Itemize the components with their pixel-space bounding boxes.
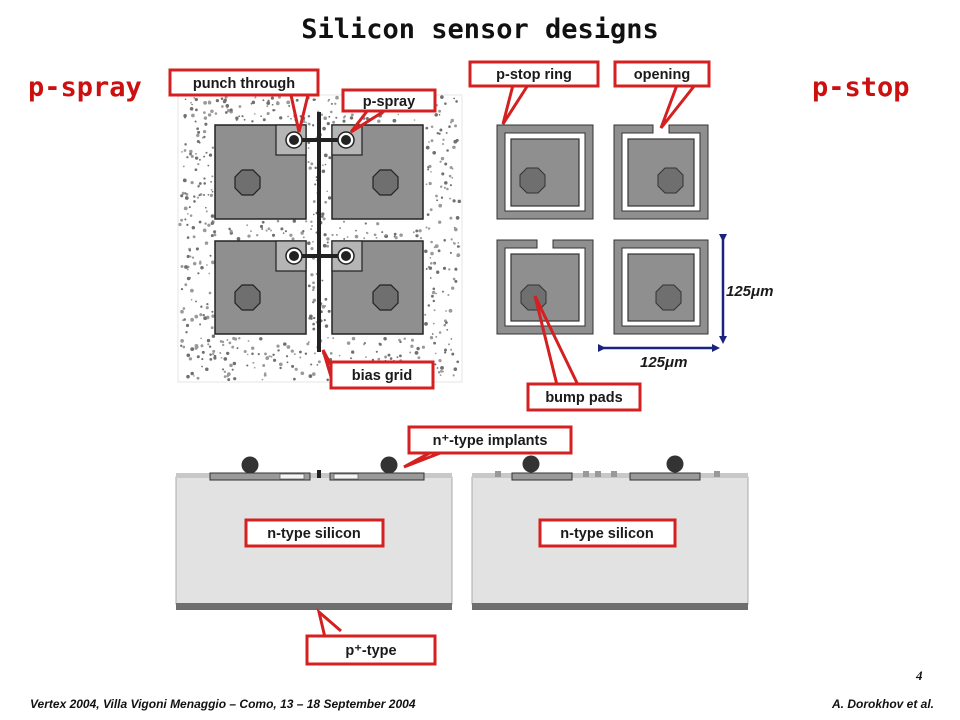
dimension-arrows — [598, 234, 727, 352]
callout-n-implants: n⁺-type implants — [407, 425, 573, 455]
callout-bump-pads: bump pads — [526, 382, 642, 412]
cross-section-p-spray — [175, 456, 453, 610]
footer-author: A. Dorokhov et al. — [832, 697, 935, 711]
p-stop-cell-open-top — [613, 124, 709, 220]
svg-text:p-spray: p-spray — [363, 94, 415, 110]
p-stop-cell-open-bottom-left — [496, 239, 594, 335]
svg-text:bias grid: bias grid — [352, 368, 412, 384]
dimension-horizontal-label: 125μm — [640, 354, 687, 371]
callout-leaders — [289, 84, 697, 647]
callout-bias-grid: bias grid — [329, 360, 435, 390]
p-stop-top-view: 125μm 125μm — [496, 124, 773, 371]
page-number: 4 — [916, 668, 923, 683]
callout-n-silicon-right: n-type silicon — [538, 518, 677, 548]
callout-n-silicon-left: n-type silicon — [244, 518, 385, 548]
callout-p-type: p⁺-type — [305, 634, 437, 666]
callout-punch-through: punch through — [168, 68, 320, 97]
svg-text:opening: opening — [634, 67, 690, 83]
svg-text:n-type silicon: n-type silicon — [560, 526, 653, 542]
callout-p-stop-ring: p-stop ring — [468, 60, 600, 88]
svg-text:bump pads: bump pads — [545, 390, 622, 406]
callout-opening: opening — [613, 60, 711, 88]
bias-grid — [285, 112, 355, 352]
svg-text:n⁺-type implants: n⁺-type implants — [433, 433, 548, 449]
pixel-bottom-right — [331, 240, 424, 335]
callout-p-spray: p-spray — [341, 88, 437, 113]
footer-conference: Vertex 2004, Villa Vigoni Menaggio – Com… — [30, 697, 416, 711]
dimension-vertical-label: 125μm — [726, 283, 773, 300]
slide-title: Silicon sensor designs — [301, 14, 659, 45]
p-stop-heading: p-stop — [812, 72, 910, 103]
p-stop-cell-closed-top — [496, 124, 594, 220]
p-spray-top-view — [177, 94, 463, 383]
svg-text:punch through: punch through — [193, 76, 295, 92]
p-spray-speckle-texture — [178, 95, 462, 382]
svg-text:p⁺-type: p⁺-type — [345, 643, 396, 659]
p-stop-cell-closed-bottom-right — [613, 239, 709, 335]
svg-text:p-stop ring: p-stop ring — [496, 67, 572, 83]
svg-text:n-type silicon: n-type silicon — [267, 526, 360, 542]
p-spray-heading: p-spray — [28, 72, 142, 103]
cross-section-p-stop — [471, 455, 749, 610]
